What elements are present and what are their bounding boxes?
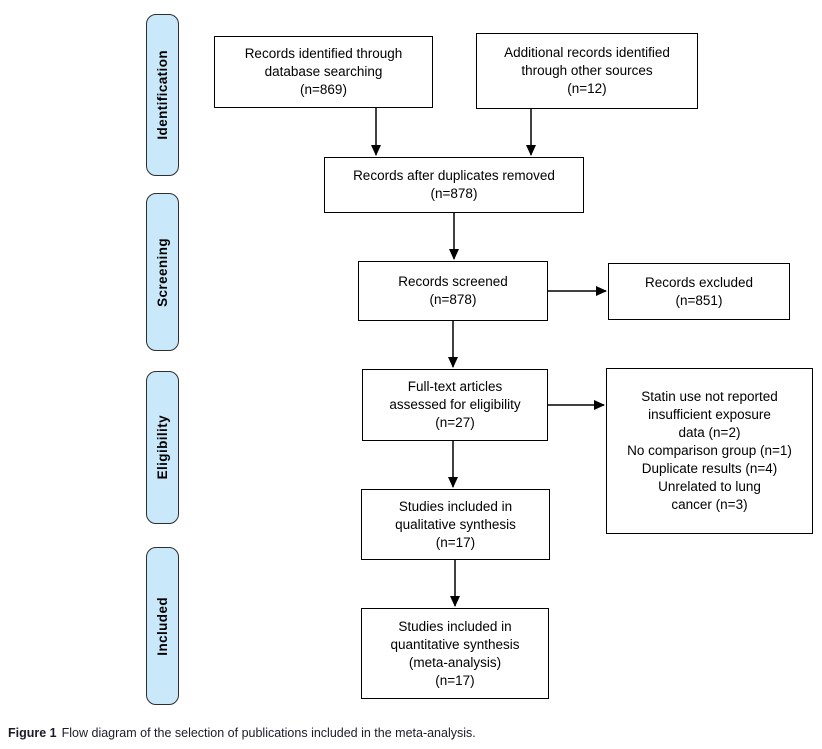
stage-identification: Identification bbox=[146, 14, 179, 176]
box-fulltext-assessed-text: Full-text articles assessed for eligibil… bbox=[389, 379, 521, 430]
box-records-after-duplicates-removed-text: Records after duplicates removed (n=878) bbox=[353, 168, 555, 201]
box-records-excluded-text: Records excluded (n=851) bbox=[644, 274, 754, 308]
box-qualitative-synthesis: Studies included in qualitative synthesi… bbox=[361, 489, 550, 560]
box-exclusion-reasons-text: Statin use not reported insufficient exp… bbox=[627, 389, 792, 512]
box-fulltext-assessed: Full-text articles assessed for eligibil… bbox=[362, 369, 548, 441]
box-records-after-duplicates-removed: Records after duplicates removed (n=878) bbox=[324, 157, 584, 213]
box-additional-records-other-sources: Additional records identified through ot… bbox=[476, 33, 698, 109]
stage-screening: Screening bbox=[146, 193, 179, 351]
stage-eligibility: Eligibility bbox=[146, 371, 179, 524]
box-records-identified-database-text: Records identified through database sear… bbox=[244, 46, 403, 97]
stage-included-label: Included bbox=[155, 596, 170, 656]
box-qualitative-synthesis-text: Studies included in qualitative synthesi… bbox=[395, 498, 516, 550]
box-quantitative-synthesis-text: Studies included in quantitative synthes… bbox=[390, 618, 520, 688]
box-records-screened-text: Records screened (n=878) bbox=[398, 274, 508, 307]
figure-caption-label: Figure 1 bbox=[8, 726, 57, 740]
box-additional-records-other-sources-text: Additional records identified through ot… bbox=[504, 45, 670, 96]
box-exclusion-reasons: Statin use not reported insufficient exp… bbox=[606, 368, 813, 534]
figure-caption: Figure 1 Flow diagram of the selection of… bbox=[8, 726, 476, 740]
box-quantitative-synthesis: Studies included in quantitative synthes… bbox=[361, 608, 549, 699]
box-records-screened: Records screened (n=878) bbox=[358, 261, 548, 321]
box-records-excluded: Records excluded (n=851) bbox=[608, 263, 790, 320]
box-records-identified-database: Records identified through database sear… bbox=[214, 36, 433, 108]
figure-caption-text: Flow diagram of the selection of publica… bbox=[61, 726, 476, 740]
stage-included: Included bbox=[146, 547, 179, 705]
stage-identification-label: Identification bbox=[155, 50, 170, 140]
stage-eligibility-label: Eligibility bbox=[155, 415, 170, 480]
stage-screening-label: Screening bbox=[155, 237, 170, 307]
